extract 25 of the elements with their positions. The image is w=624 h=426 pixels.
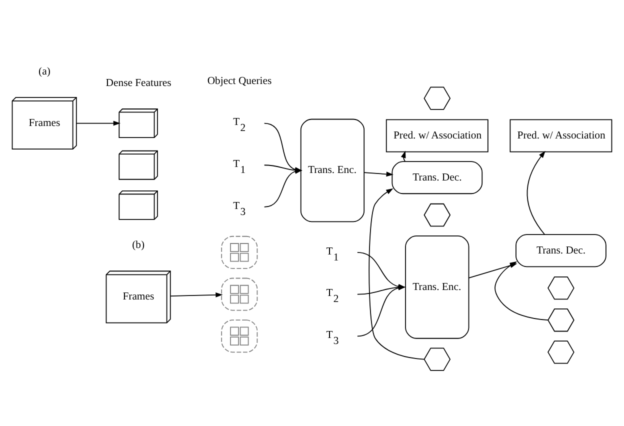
arrow <box>400 150 406 162</box>
node-box: Trans. Dec. <box>516 234 606 268</box>
arrow <box>170 292 223 298</box>
arrow <box>76 120 120 126</box>
node-hexagon <box>424 203 451 227</box>
arrow <box>526 150 546 235</box>
label: (b) <box>132 239 145 252</box>
label: Dense Features <box>106 76 172 89</box>
node-box: Trans. Dec. <box>392 161 483 194</box>
node-box <box>221 320 258 353</box>
node-hexagon <box>424 86 451 110</box>
node-box: Trans. Enc. <box>405 236 470 339</box>
arrow <box>364 172 394 177</box>
label: (a) <box>38 65 50 78</box>
node-box: Pred. w/ Association <box>386 119 488 152</box>
node-box <box>221 278 258 311</box>
arrow <box>368 188 425 360</box>
node-box: Pred. w/ Association <box>510 119 612 152</box>
node-hexagon <box>424 348 451 371</box>
node-hexagon <box>548 340 574 364</box>
node-hexagon <box>548 276 574 300</box>
label: Object Queries <box>207 75 272 88</box>
node-box: Trans. Enc. <box>300 118 365 222</box>
node-hexagon <box>548 308 574 332</box>
node-box <box>221 236 258 269</box>
